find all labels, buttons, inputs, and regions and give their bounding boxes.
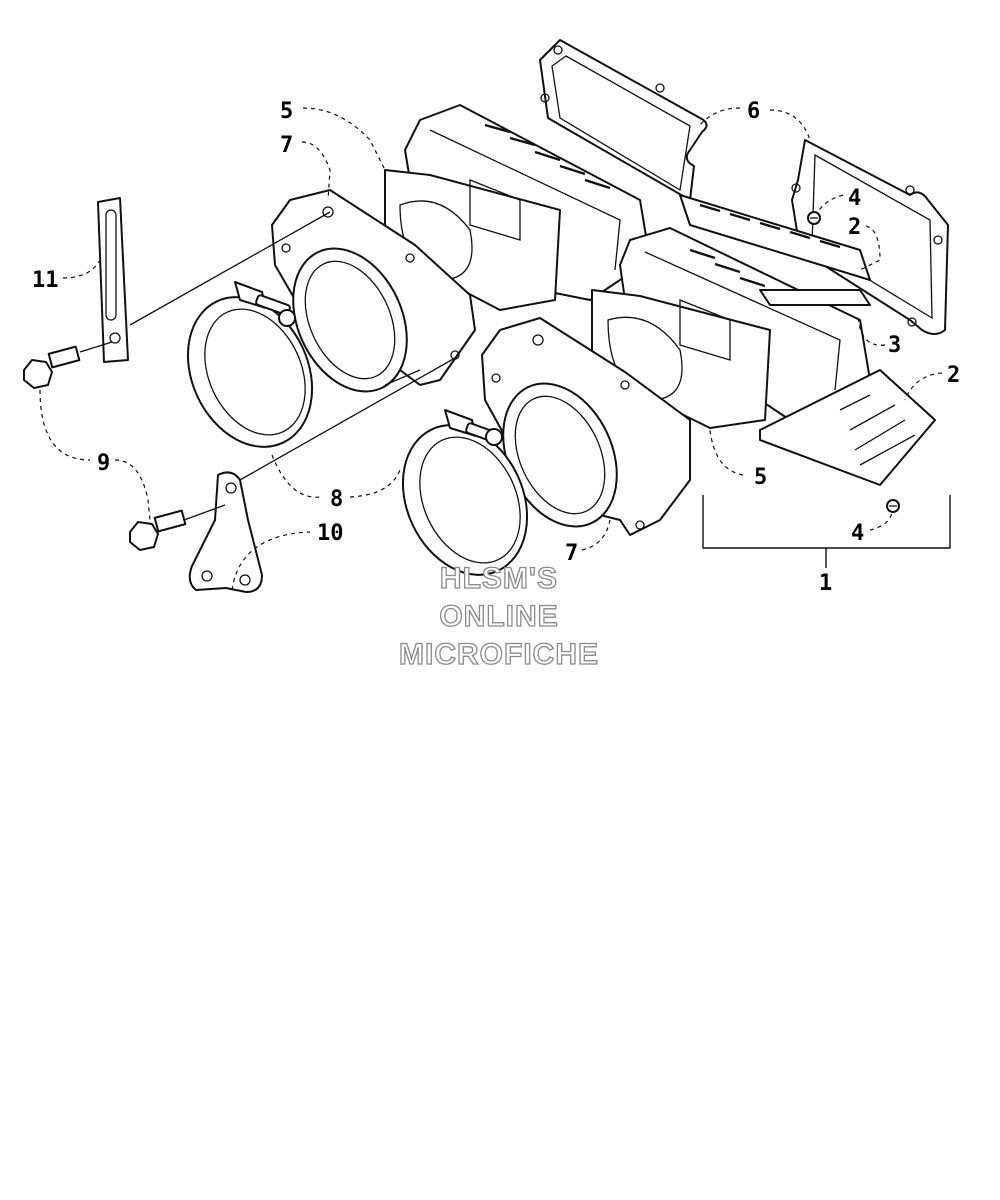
callout-5-upper: 5 <box>280 99 293 124</box>
callout-5-lower: 5 <box>754 465 767 490</box>
callout-labels: 1 2 2 3 4 4 5 5 6 7 7 8 9 10 11 <box>32 99 960 596</box>
screw-upper <box>807 211 821 225</box>
reed-stopper-plate <box>759 289 871 306</box>
intake-boot-lower <box>481 317 691 536</box>
reed-petal-upper <box>679 194 871 281</box>
callout-7-upper: 7 <box>280 133 293 158</box>
leader-lines <box>39 107 943 591</box>
callout-8: 8 <box>330 487 343 512</box>
watermark-line-1: HLSM'S <box>440 562 558 595</box>
gasket-upper <box>539 39 708 201</box>
bolt-upper <box>23 345 81 389</box>
hose-clamp-upper <box>186 281 314 448</box>
callout-4-lower: 4 <box>851 521 864 546</box>
callout-10: 10 <box>317 521 344 546</box>
watermark-line-2: ONLINE <box>439 600 558 633</box>
callout-11: 11 <box>32 268 59 293</box>
callout-3: 3 <box>888 333 901 358</box>
assembly-lines <box>79 211 456 521</box>
mounting-plate <box>97 197 129 363</box>
callout-1: 1 <box>819 571 832 596</box>
screw-lower <box>886 499 900 513</box>
mounting-bracket <box>188 471 263 593</box>
callout-2-lower: 2 <box>947 363 960 388</box>
callout-7-lower: 7 <box>565 541 578 566</box>
reed-valve-housing-upper <box>384 104 651 311</box>
watermark: HLSM'S ONLINE MICROFICHE <box>398 561 599 671</box>
callout-4-upper: 4 <box>848 186 861 211</box>
reed-petal-lower <box>759 369 936 486</box>
assembly-bracket-line <box>702 495 951 568</box>
watermark-line-3: MICROFICHE <box>399 638 599 671</box>
callout-9: 9 <box>97 451 110 476</box>
hose-clamp-lower <box>401 409 529 576</box>
callout-6: 6 <box>747 99 760 124</box>
bolt-lower <box>129 509 187 551</box>
intake-boot-upper <box>271 189 476 393</box>
callout-2-upper: 2 <box>848 215 861 240</box>
